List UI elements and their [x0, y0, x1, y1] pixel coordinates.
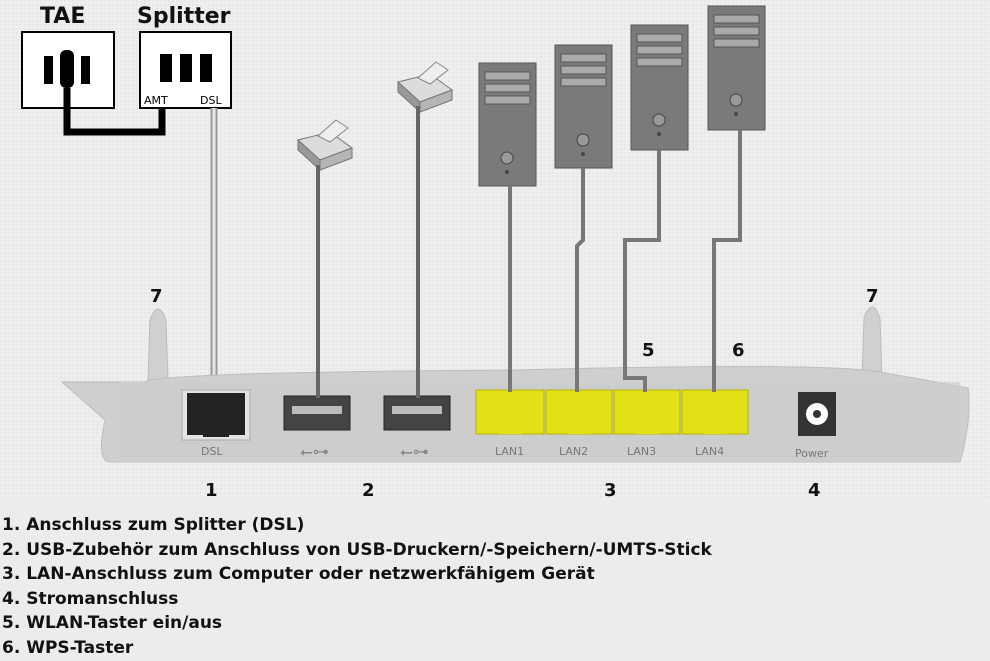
- legend-item: 2. USB-Zubehör zum Anschluss von USB-Dru…: [2, 539, 712, 560]
- legend-item: 5. WLAN-Taster ein/aus: [2, 613, 223, 634]
- lan3-label: LAN3: [627, 445, 656, 458]
- splitter-dsl-label: DSL: [200, 94, 222, 107]
- usb-port-1: ⭠⊶: [283, 395, 351, 461]
- number-7-left: 7: [150, 286, 163, 307]
- lan4-label: LAN4: [695, 445, 724, 458]
- number-2: 2: [362, 480, 375, 500]
- legend-item: 3. LAN-Anschluss zum Computer oder netzw…: [2, 564, 595, 585]
- power-label: Power: [795, 447, 829, 460]
- number-4: 4: [808, 480, 821, 500]
- tae-splitter-cable: [63, 88, 166, 136]
- usb-icon: ⭠⊶: [400, 442, 429, 461]
- number-3: 3: [604, 480, 617, 500]
- router-connection-diagram: TAE Splitter AMT DSL DSL ⭠⊶: [0, 0, 990, 500]
- dsl-port-label: DSL: [201, 445, 223, 458]
- splitter: Splitter AMT DSL: [137, 4, 232, 109]
- lan-ports: LAN1 LAN2 LAN3 LAN4: [475, 389, 749, 458]
- legend-item: 1. Anschluss zum Splitter (DSL): [2, 515, 305, 535]
- usb-icon: ⭠⊶: [300, 442, 329, 461]
- amt-label: AMT: [144, 94, 168, 107]
- computer-tower-4: [707, 5, 766, 131]
- lan-cable-2: [575, 168, 585, 392]
- tae-label: TAE: [40, 4, 85, 29]
- number-1: 1: [205, 480, 218, 500]
- legend-item: 4. Stromanschluss: [2, 588, 179, 609]
- usb-port-2: ⭠⊶: [383, 395, 451, 461]
- lan-cable-4: [712, 130, 742, 392]
- legend-list: 1. Anschluss zum Splitter (DSL) 2. USB-Z…: [2, 513, 987, 661]
- computer-tower-3: [630, 24, 689, 151]
- computer-tower-1: [478, 62, 537, 187]
- legend-item: 6. WPS-Taster: [2, 637, 134, 658]
- splitter-label: Splitter: [137, 4, 231, 29]
- lan-cable-3: [623, 150, 661, 392]
- dsl-port: DSL: [181, 389, 251, 458]
- number-7-right: 7: [866, 286, 879, 307]
- power-port: Power: [795, 392, 836, 460]
- computer-tower-2: [554, 44, 613, 169]
- lan2-label: LAN2: [559, 445, 588, 458]
- antenna-left: [147, 308, 169, 381]
- antenna-right: [861, 306, 883, 381]
- number-6: 6: [732, 340, 745, 361]
- printer-1: [296, 119, 354, 172]
- lan1-label: LAN1: [495, 445, 524, 458]
- number-5: 5: [642, 340, 655, 361]
